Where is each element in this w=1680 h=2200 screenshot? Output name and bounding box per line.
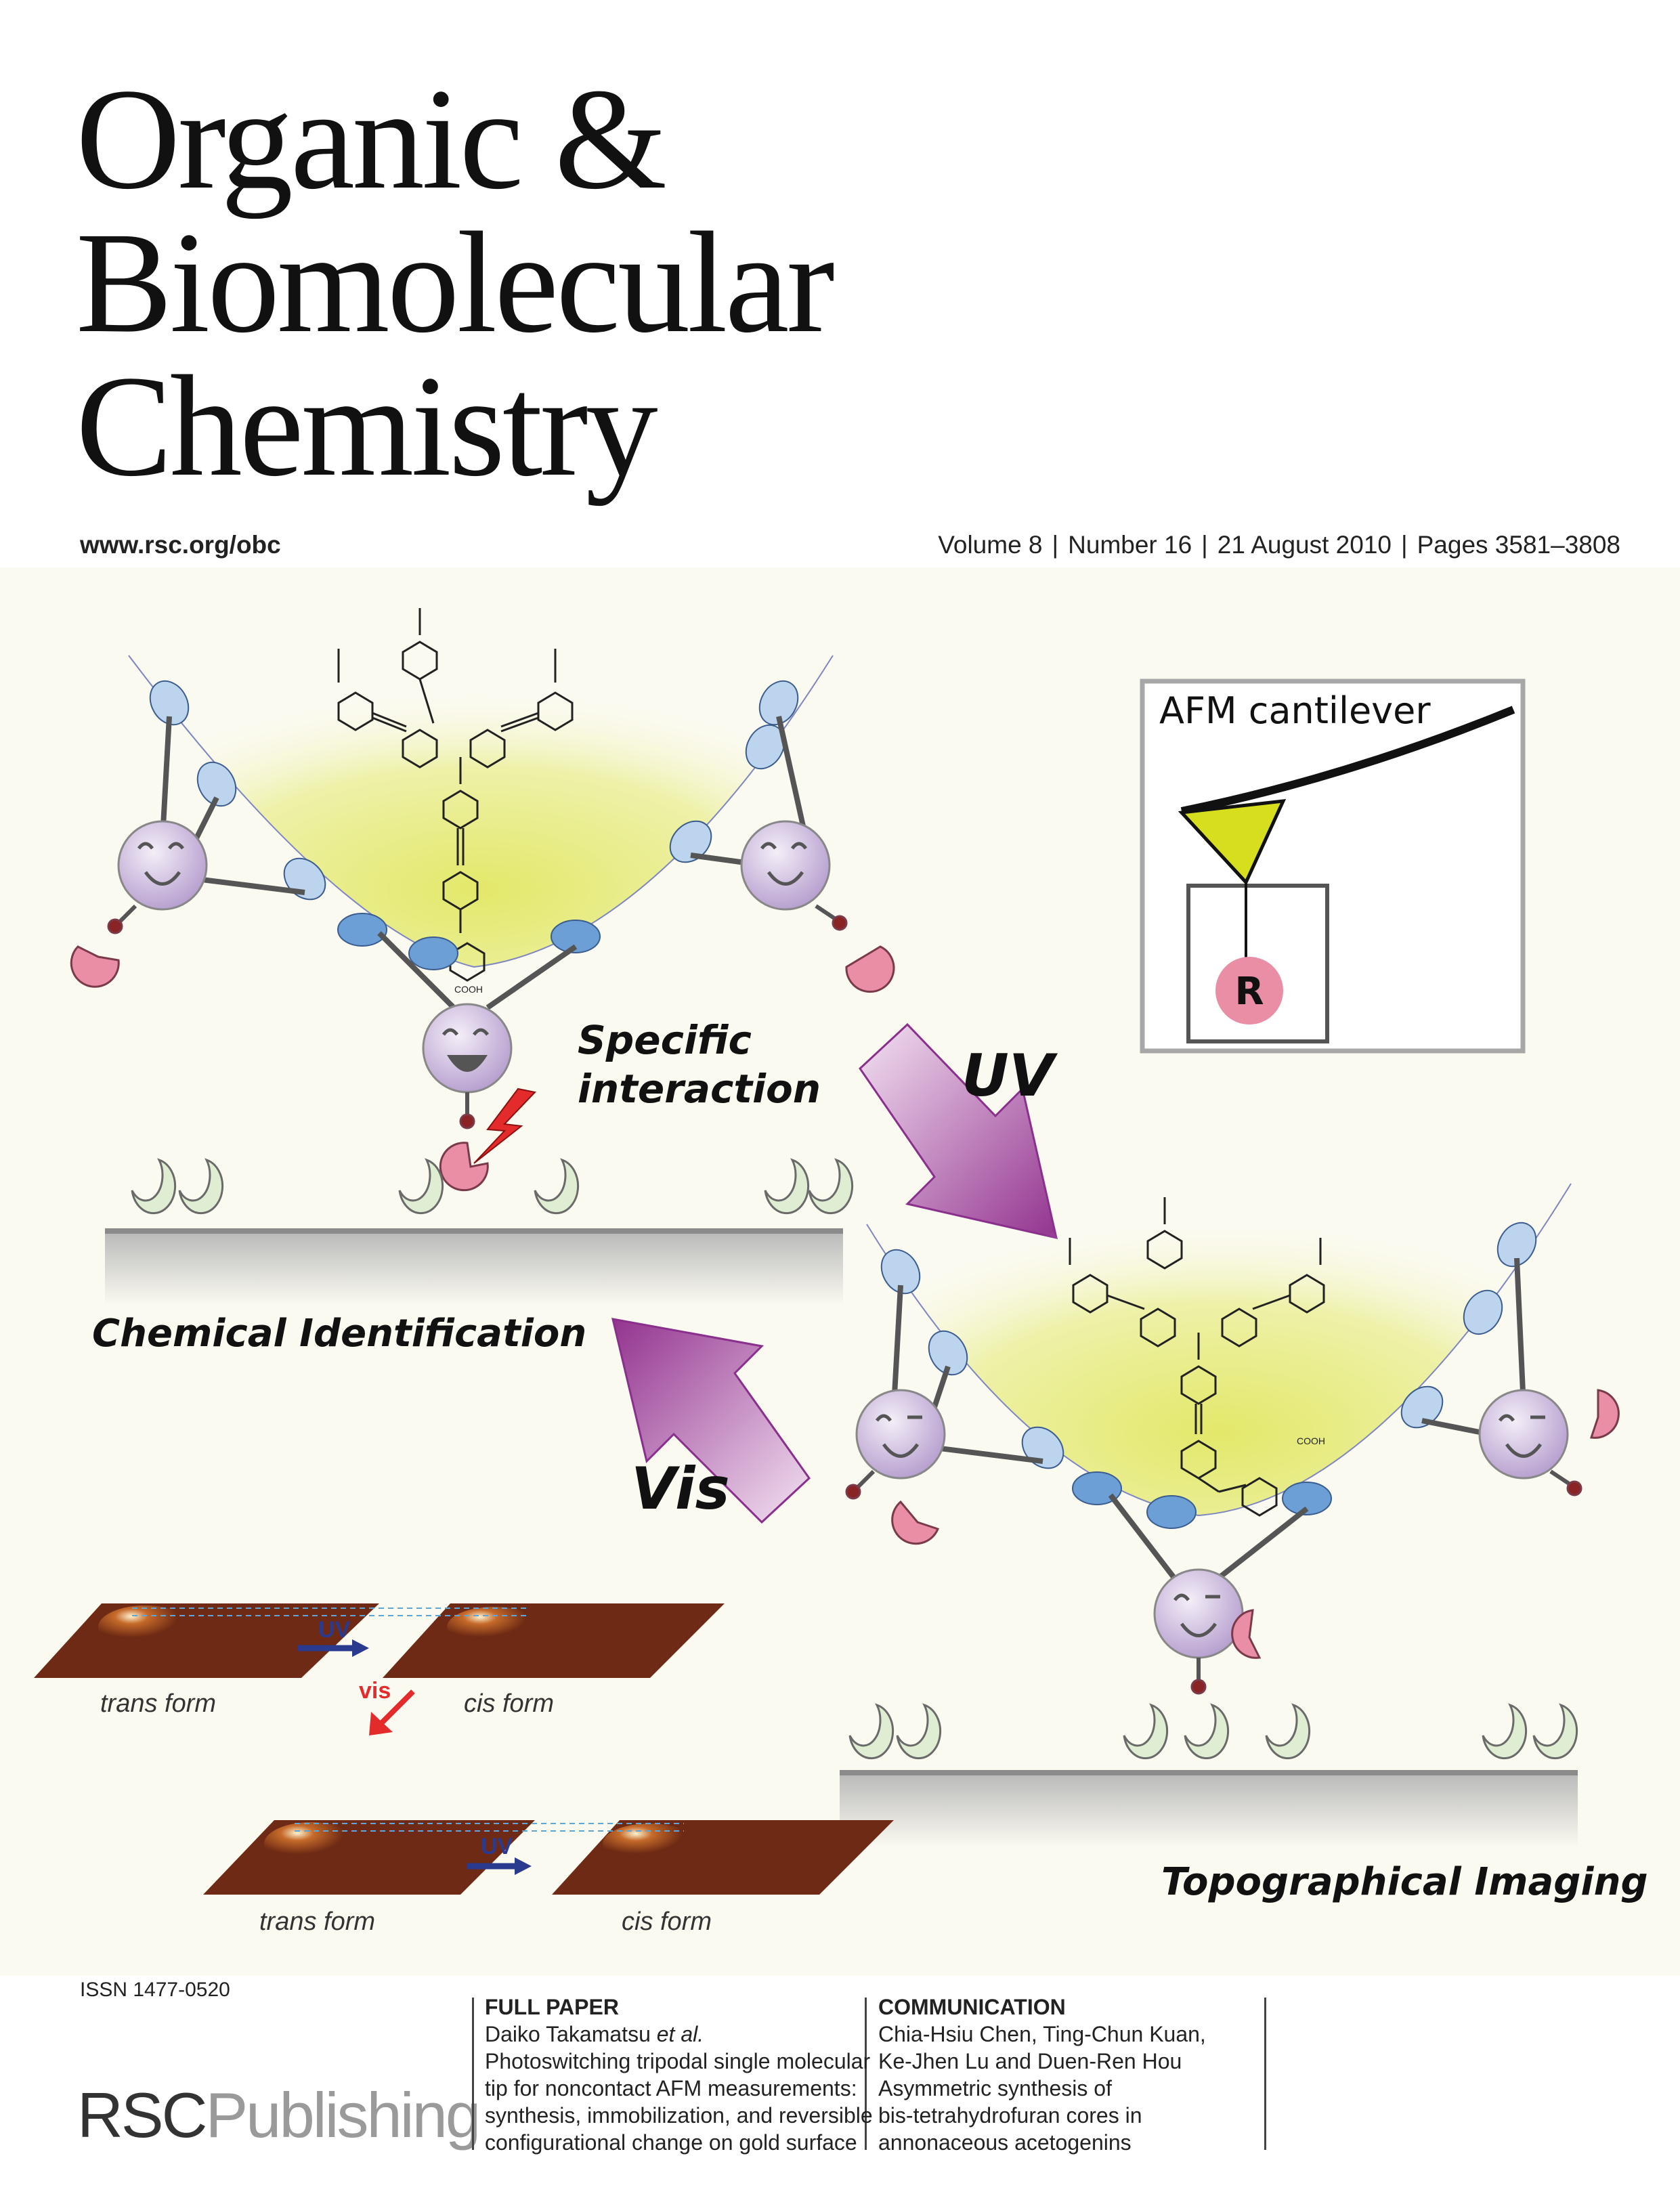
full-paper-line-4: configurational change on gold surface — [485, 2130, 857, 2155]
full-paper-type: FULL PAPER — [485, 1995, 619, 2019]
specific-label-2: interaction — [578, 1066, 821, 1112]
receptors-left — [131, 1158, 854, 1215]
full-paper-line-2: tip for noncontact AFM measurements: — [485, 2076, 857, 2100]
winking-face-left — [855, 1389, 946, 1480]
issue-separator: | — [1052, 531, 1059, 559]
afm-cantilever-label: AFM cantilever — [1159, 689, 1431, 732]
cooh-label-lower: COOH — [1297, 1436, 1325, 1446]
pink-ligands-upper — [70, 904, 895, 1192]
issue-separator: | — [1201, 531, 1208, 559]
journal-url[interactable]: www.rsc.org/obc — [80, 531, 281, 559]
journal-title: Organic & Biomolecular Chemistry — [76, 59, 835, 506]
full-paper-authors: Daiko Takamatsu et al. — [485, 2022, 704, 2046]
pink-ligands-lower — [845, 1389, 1620, 1695]
issue-number: Number 16 — [1068, 531, 1192, 559]
afm-image-cis-1 — [383, 1603, 725, 1678]
cis-form-label-2: cis form — [622, 1907, 712, 1936]
surface-left-edge — [105, 1228, 843, 1234]
cover-illustration-svg: COOH — [34, 608, 1648, 1936]
communication-type: COMMUNICATION — [878, 1995, 1066, 2019]
afm-image-cis-2 — [552, 1820, 894, 1895]
full-paper-line-3: synthesis, immobilization, and reversibl… — [485, 2103, 873, 2128]
issn: ISSN 1477-0520 — [80, 1979, 230, 2001]
uv-small-label-1: UV — [318, 1617, 351, 1643]
journal-title-line-2: Biomolecular — [76, 202, 835, 363]
cooh-label-upper: COOH — [454, 984, 483, 995]
chemical-identification-label: Chemical Identification — [92, 1312, 586, 1356]
winking-face-center — [1153, 1568, 1244, 1659]
uv-small-arrowhead-1 — [352, 1639, 369, 1657]
full-paper-block[interactable]: FULL PAPER Daiko Takamatsu et al. Photos… — [485, 1993, 873, 2156]
r-label: R — [1234, 970, 1264, 1014]
communication-line-1: Chia-Hsiu Chen, Ting-Chun Kuan, — [878, 2022, 1206, 2046]
lightning-bolt-icon — [473, 1087, 536, 1164]
afm-height-guides — [132, 1608, 684, 1832]
smiley-face-left — [117, 820, 208, 911]
divider-2 — [865, 1998, 867, 2150]
divider-3 — [1264, 1998, 1266, 2150]
issue-date: 21 August 2010 — [1217, 531, 1392, 559]
journal-title-line-1: Organic & — [76, 59, 667, 219]
vis-small-label: vis — [359, 1678, 391, 1704]
connectors-lower — [891, 1257, 1526, 1586]
afm-tip-lower-outline — [866, 1183, 1572, 1517]
cover-illustration: COOH — [0, 567, 1680, 1976]
vis-small-arrowhead — [369, 1712, 393, 1735]
communication-line-2: Ke-Jhen Lu and Duen-Ren Hou — [878, 2049, 1182, 2073]
journal-title-line-3: Chemistry — [76, 346, 658, 506]
vis-arrow-icon — [611, 1318, 811, 1524]
issue-separator: | — [1400, 531, 1408, 559]
publisher-logo: RSCPublishing — [77, 2079, 481, 2152]
cis-form-label-1: cis form — [464, 1689, 554, 1718]
issue-info: Volume 8 | Number 16 | 21 August 2010 | Pages … — [938, 531, 1620, 559]
smiley-face-right — [740, 820, 831, 911]
vis-small-arrow — [377, 1689, 415, 1727]
afm-tip-lower — [867, 1184, 1571, 1515]
winking-face-right — [1478, 1389, 1569, 1480]
publisher-publishing: Publishing — [205, 2079, 481, 2151]
divider-1 — [472, 1998, 474, 2150]
afm-tip-upper-outline — [128, 655, 834, 968]
uv-arrow-icon — [859, 1022, 1058, 1239]
topographical-imaging-label: Topographical Imaging — [1161, 1860, 1648, 1904]
communication-line-5: annonaceous acetogenins — [878, 2130, 1132, 2155]
afm-image-trans-1 — [34, 1603, 379, 1678]
surface-right — [840, 1773, 1578, 1847]
receptors-right — [848, 1703, 1578, 1760]
uv-small-label-2: UV — [481, 1834, 513, 1859]
anchor-ellipses-lower — [880, 1222, 1537, 1529]
afm-tip-upper — [129, 655, 833, 967]
tripod-molecule-lower — [1069, 1197, 1325, 1517]
communication-line-3: Asymmetric synthesis of — [878, 2076, 1112, 2100]
communication-block[interactable]: COMMUNICATION Chia-Hsiu Chen, Ting-Chun … — [878, 1993, 1206, 2156]
surface-right-edge — [840, 1770, 1578, 1775]
afm-cantilever-inset — [1140, 678, 1526, 1054]
afm-image-trans-2 — [203, 1820, 535, 1895]
publisher-rsc: RSC — [77, 2079, 207, 2151]
trans-form-label-1: trans form — [100, 1689, 216, 1718]
vis-label: Vis — [631, 1455, 730, 1523]
issue-volume: Volume 8 — [938, 531, 1043, 559]
anchor-ellipses-upper — [149, 680, 799, 970]
tripod-molecule-upper — [337, 608, 574, 982]
communication-line-4: bis-tetrahydrofuran cores in — [878, 2103, 1142, 2128]
uv-label: UV — [962, 1042, 1058, 1110]
specific-label-1: Specific — [578, 1017, 752, 1063]
full-paper-line-1: Photoswitching tripodal single molecular — [485, 2049, 871, 2073]
trans-form-label-2: trans form — [259, 1907, 375, 1936]
issue-pages: Pages 3581–3808 — [1417, 531, 1620, 559]
smiley-face-center — [422, 1003, 513, 1094]
surface-left — [105, 1231, 843, 1306]
uv-small-arrowhead-2 — [515, 1857, 532, 1875]
